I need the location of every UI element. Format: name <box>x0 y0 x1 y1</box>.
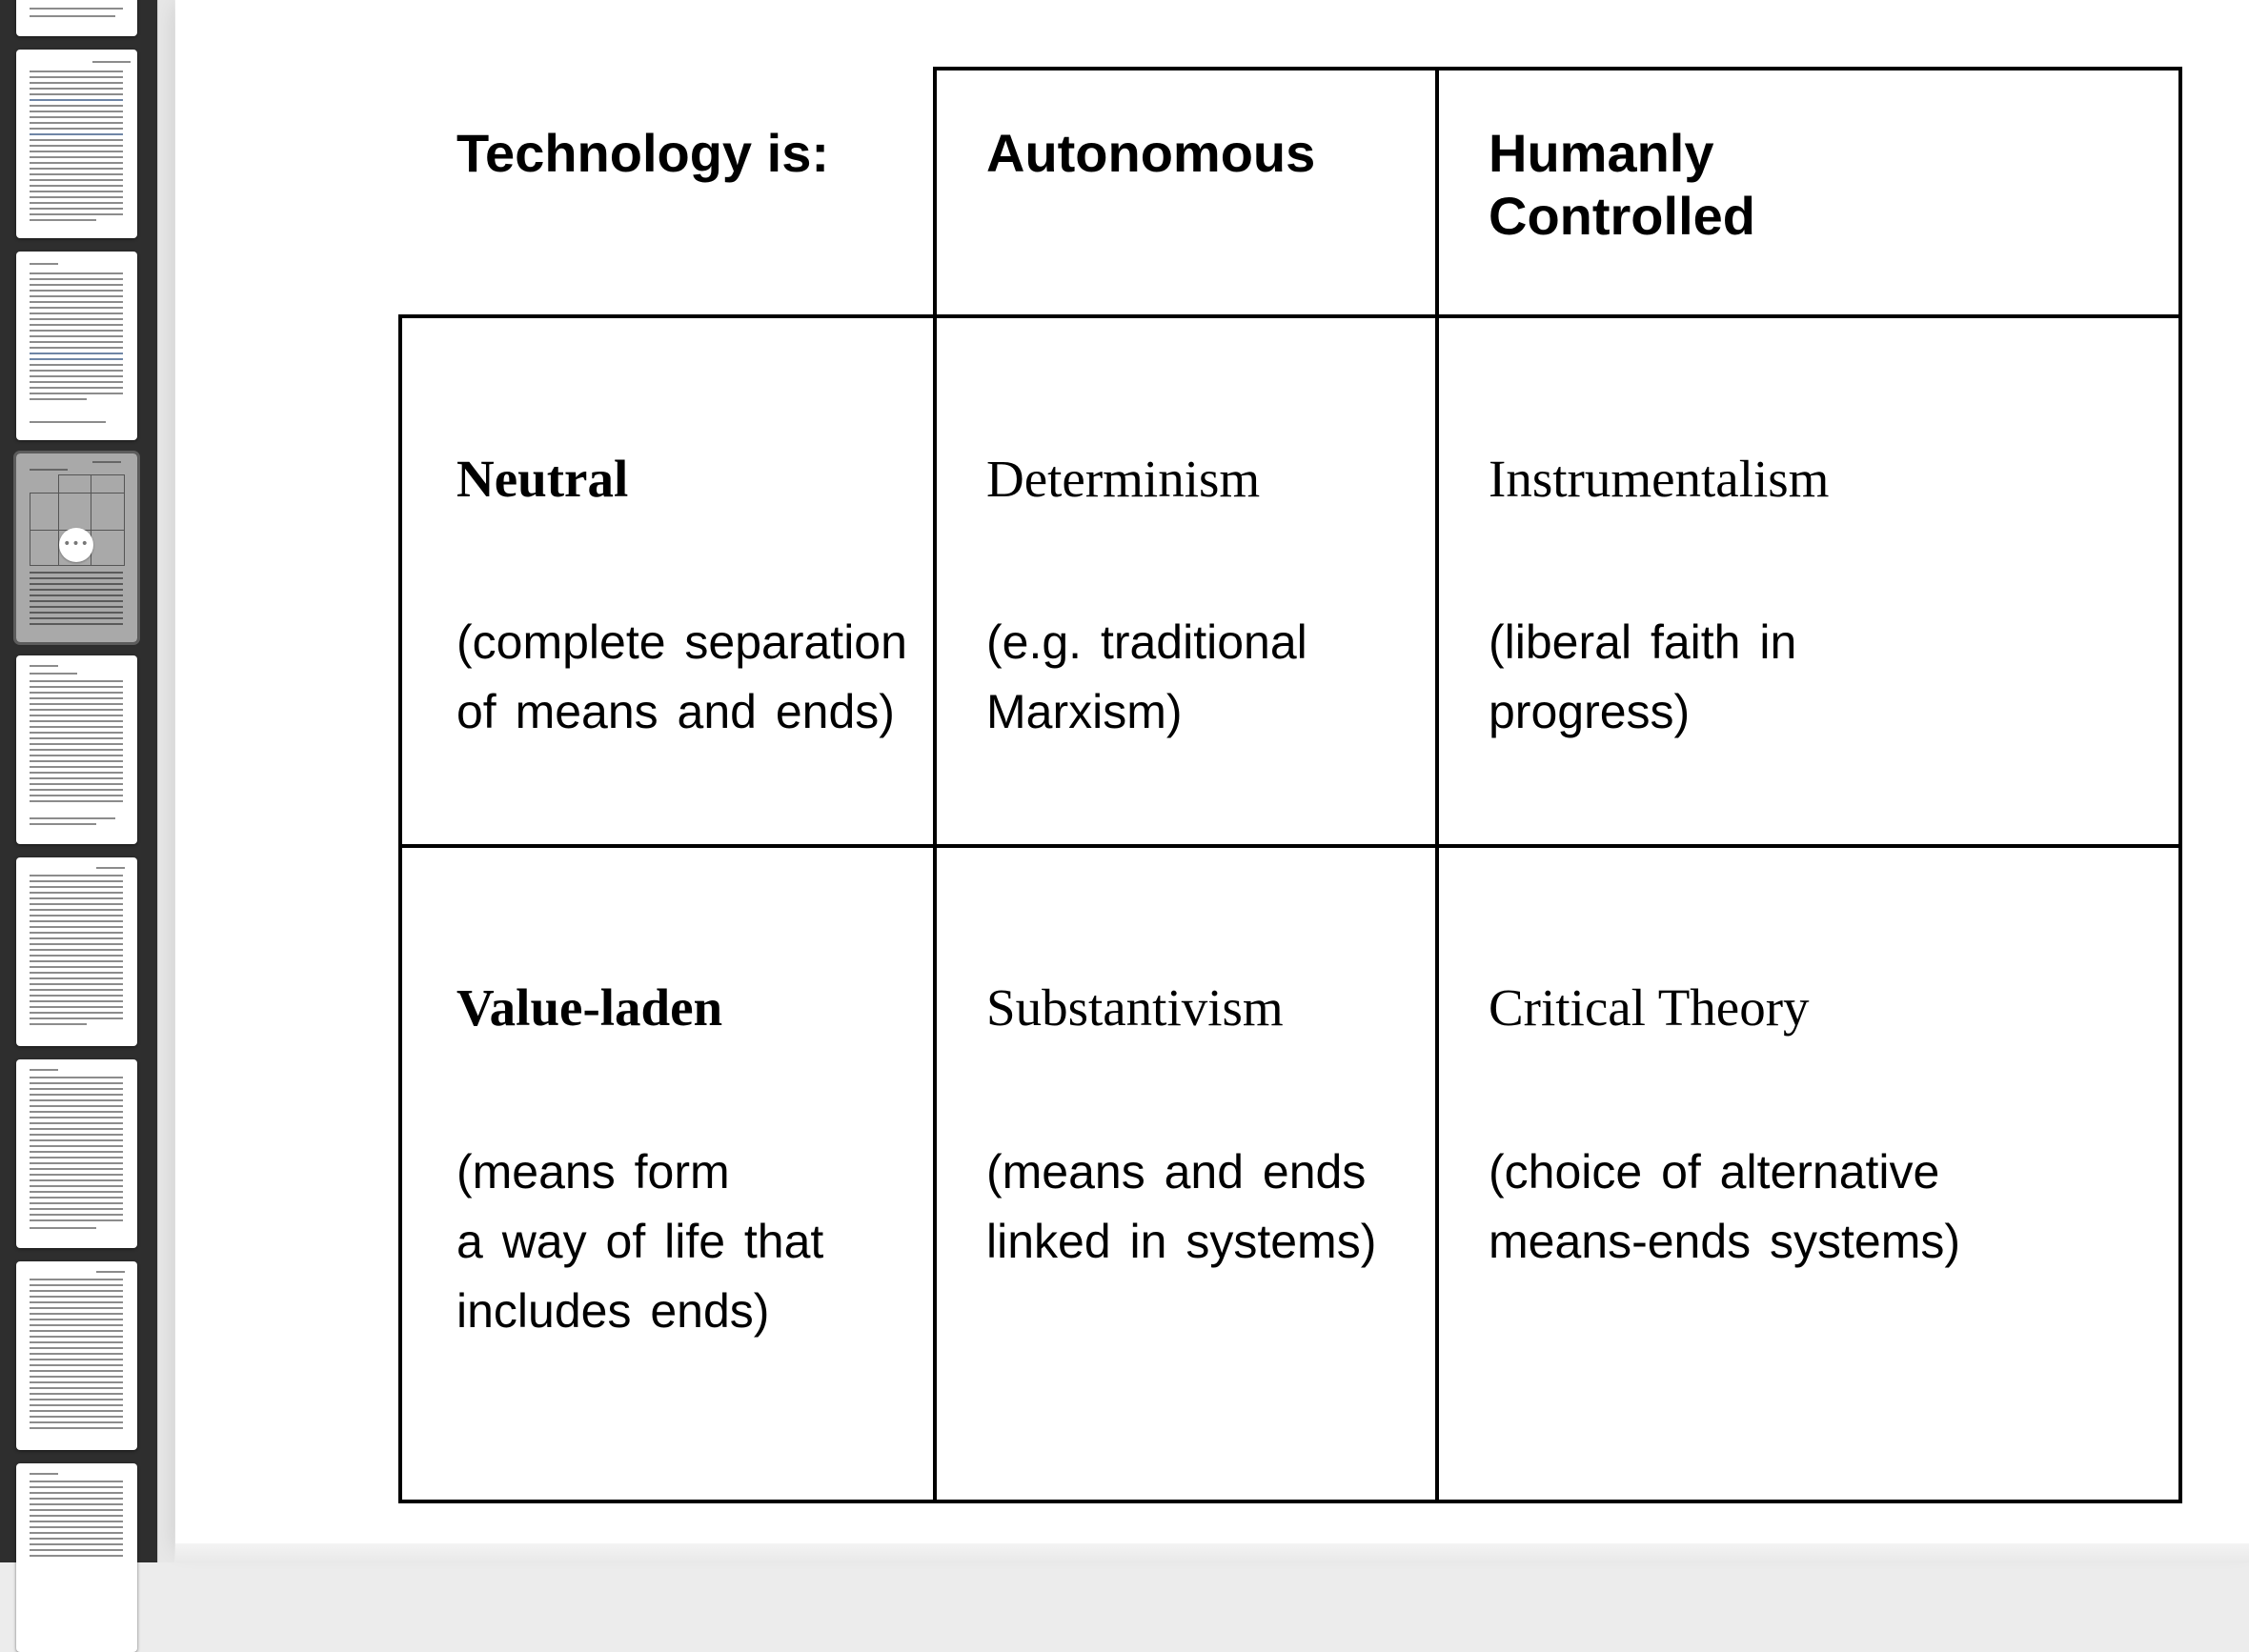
row-neutral-label-cell: Neutral (complete separation of means an… <box>398 314 937 848</box>
page-bottom-edge <box>175 1543 2249 1562</box>
header-autonomous-cell: Autonomous <box>933 67 1439 318</box>
more-options-button[interactable]: ••• <box>59 528 93 562</box>
header-label-cell: Technology is: <box>398 67 933 318</box>
cell-critical-theory: Critical Theory (choice of alternative m… <box>1435 844 2182 1503</box>
row-value-laden-label-cell: Value-laden (means form a way of life th… <box>398 844 937 1503</box>
header-label: Technology is: <box>456 123 829 183</box>
header-humanly-controlled: Humanly Controlled <box>1489 123 1755 246</box>
cell-determinism: Determinism (e.g. traditional Marxism) <box>933 314 1439 848</box>
sidebar-divider <box>157 0 174 1562</box>
determinism-desc: (e.g. traditional Marxism) <box>986 615 1307 738</box>
row-neutral-desc: (complete separation of means and ends) <box>456 615 907 738</box>
header-autonomous: Autonomous <box>986 123 1316 183</box>
determinism-title: Determinism <box>986 450 1261 508</box>
critical-theory-title: Critical Theory <box>1489 978 1810 1037</box>
page-thumbnail[interactable] <box>16 655 137 844</box>
page-thumbnail[interactable] <box>16 857 137 1046</box>
instrumentalism-desc: (liberal faith in progress) <box>1489 615 1797 738</box>
substantivism-desc: (means and ends linked in systems) <box>986 1145 1377 1268</box>
page-thumbnail-selected[interactable]: ••• <box>13 451 140 645</box>
row-value-laden-label: Value-laden <box>456 978 723 1037</box>
row-value-laden-desc: (means form a way of life that includes … <box>456 1145 824 1338</box>
page-thumbnail[interactable] <box>16 50 137 238</box>
critical-theory-desc: (choice of alternative means-ends system… <box>1489 1145 1961 1268</box>
page-thumbnail[interactable] <box>16 252 137 440</box>
cell-substantivism: Substantivism (means and ends linked in … <box>933 844 1439 1503</box>
page-thumbnail[interactable] <box>16 1059 137 1248</box>
thumbnail-sidebar: ••• <box>0 0 157 1652</box>
cell-instrumentalism: Instrumentalism (liberal faith in progre… <box>1435 314 2182 848</box>
page-thumbnail[interactable] <box>16 1463 137 1652</box>
substantivism-title: Substantivism <box>986 978 1284 1037</box>
document-page: Technology is: Autonomous Humanly Contro… <box>175 0 2249 1543</box>
header-humanly-controlled-cell: Humanly Controlled <box>1435 67 2182 318</box>
row-neutral-label: Neutral <box>456 450 629 508</box>
page-thumbnail[interactable] <box>16 1261 137 1450</box>
instrumentalism-title: Instrumentalism <box>1489 450 1830 508</box>
page-thumbnail[interactable] <box>16 0 137 36</box>
